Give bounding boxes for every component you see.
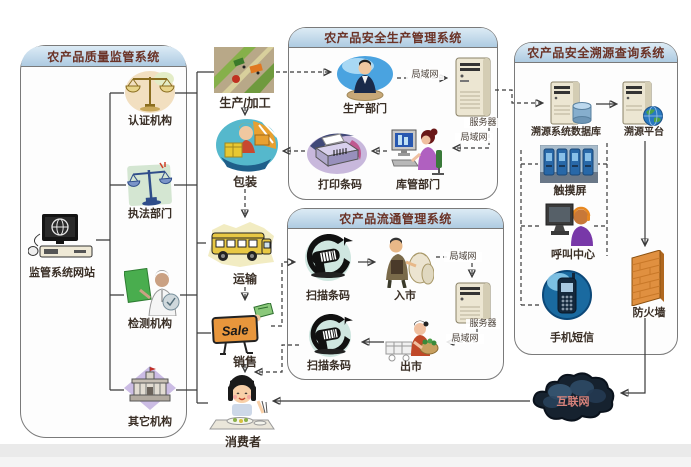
server-label-2: 服务器 bbox=[466, 318, 500, 329]
certification-scales-icon bbox=[125, 71, 175, 113]
database-server-icon bbox=[550, 81, 592, 125]
produce-label: 生产/加工 bbox=[219, 96, 271, 110]
inspector-icon bbox=[124, 268, 180, 316]
web-server-icon bbox=[622, 81, 663, 126]
consumer-icon bbox=[209, 375, 275, 430]
sale-label: 销售 bbox=[232, 355, 257, 369]
server-label-1: 服务器 bbox=[464, 117, 502, 128]
farm-field-icon bbox=[214, 47, 274, 93]
lan-label-4: 局域网 bbox=[446, 333, 484, 344]
consumer-label: 消费者 bbox=[224, 435, 261, 449]
package-label: 包装 bbox=[232, 175, 257, 189]
businessman-icon bbox=[337, 56, 393, 101]
barcode-printer-icon bbox=[307, 133, 367, 174]
testing-label: 检测机构 bbox=[128, 318, 172, 330]
footer-strip-light bbox=[0, 457, 691, 467]
internet-label: 互联网 bbox=[556, 396, 590, 408]
production-dept-label: 生产部门 bbox=[343, 103, 387, 115]
lan-label-1: 局域网 bbox=[406, 69, 444, 80]
supervision-box-title: 农产品质量监管系统 bbox=[21, 46, 186, 67]
lan-label-2: 局域网 bbox=[455, 132, 493, 143]
footer-strip bbox=[0, 444, 691, 457]
production-box-title: 农产品安全生产管理系统 bbox=[289, 28, 497, 48]
print-barcode-label: 打印条码 bbox=[318, 179, 362, 191]
server-icon bbox=[455, 282, 491, 324]
bus-icon bbox=[208, 222, 274, 267]
barcode-scanner-icon bbox=[308, 314, 353, 358]
trace-platform-label: 溯源平台 bbox=[624, 127, 664, 138]
trace-box-title: 农产品安全溯源查询系统 bbox=[515, 43, 677, 63]
sms-label: 手机短信 bbox=[550, 332, 594, 344]
transport-label: 运输 bbox=[232, 272, 257, 286]
barcode-scanner-icon bbox=[305, 234, 353, 281]
website-label: 监管系统网站 bbox=[29, 267, 95, 279]
sms-phone-icon bbox=[542, 270, 592, 320]
certification-label: 认证机构 bbox=[128, 115, 172, 127]
exit-market-label: 出市 bbox=[400, 361, 422, 373]
market-exit-icon bbox=[385, 320, 439, 362]
scan-barcode-2-label: 扫描条码 bbox=[307, 360, 351, 372]
circulation-box-title: 农产品流通管理系统 bbox=[288, 209, 503, 229]
other-label: 其它机构 bbox=[128, 416, 172, 428]
lan-label-3: 局域网 bbox=[444, 251, 482, 262]
warehouse-operator-icon bbox=[391, 128, 444, 175]
scan-barcode-1-label: 扫描条码 bbox=[306, 290, 350, 302]
packaging-icon bbox=[216, 119, 278, 172]
law-label: 执法部门 bbox=[128, 208, 172, 220]
firewall-icon bbox=[631, 250, 664, 306]
touchscreen-kiosk-icon bbox=[540, 145, 598, 183]
firewall-label: 防火墙 bbox=[632, 307, 666, 319]
sale-sign-text: Sale bbox=[221, 322, 248, 338]
sale-sign-icon: Sale bbox=[211, 303, 274, 355]
trace-database-label: 溯源系统数据库 bbox=[531, 127, 601, 138]
computer-globe-icon bbox=[28, 214, 93, 258]
market-entry-icon bbox=[386, 237, 434, 288]
internet-cloud-icon bbox=[532, 372, 615, 422]
touchscreen-label: 触摸屏 bbox=[553, 185, 587, 197]
call-center-icon bbox=[545, 203, 593, 246]
call-center-label: 呼叫中心 bbox=[551, 249, 595, 261]
warehouse-label: 库管部门 bbox=[396, 179, 440, 191]
law-scales-icon bbox=[127, 162, 173, 206]
enter-market-label: 入市 bbox=[394, 290, 416, 302]
server-icon bbox=[455, 57, 491, 117]
building-icon bbox=[124, 366, 176, 410]
